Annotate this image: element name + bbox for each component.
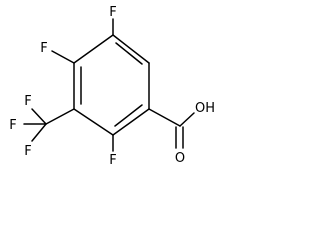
ring-bond bbox=[112, 108, 150, 136]
atom-label-fluorine-top: F bbox=[109, 5, 116, 20]
bond-to-cf3-carbon bbox=[45, 108, 75, 125]
ring-bond bbox=[73, 34, 114, 64]
bond-carboxyl-oh bbox=[179, 112, 195, 127]
cf3-bond-upper bbox=[31, 108, 47, 125]
ring-bond bbox=[73, 108, 114, 136]
ring-bond bbox=[112, 34, 150, 64]
atom-label-fluorine-cf3-lower: F bbox=[24, 144, 31, 159]
atom-label-hydroxyl: OH bbox=[195, 101, 215, 116]
atom-label-fluorine-bottom: F bbox=[109, 153, 116, 168]
atom-label-fluorine-left: F bbox=[40, 41, 47, 56]
cf3-bond-lower bbox=[31, 123, 47, 142]
atom-label-fluorine-cf3-left: F bbox=[9, 118, 16, 133]
ring-double-bond bbox=[114, 104, 143, 127]
atom-label-fluorine-cf3-upper: F bbox=[24, 94, 31, 109]
ring-double-bond bbox=[115, 42, 143, 65]
bond-to-left-fluorine bbox=[51, 50, 75, 64]
benzene-ring bbox=[73, 34, 150, 136]
atom-label-carbonyl-oxygen: O bbox=[175, 151, 185, 166]
bond-to-carboxyl-carbon bbox=[148, 108, 181, 127]
structure-diagram: F F F F F F OH O bbox=[9, 5, 215, 168]
